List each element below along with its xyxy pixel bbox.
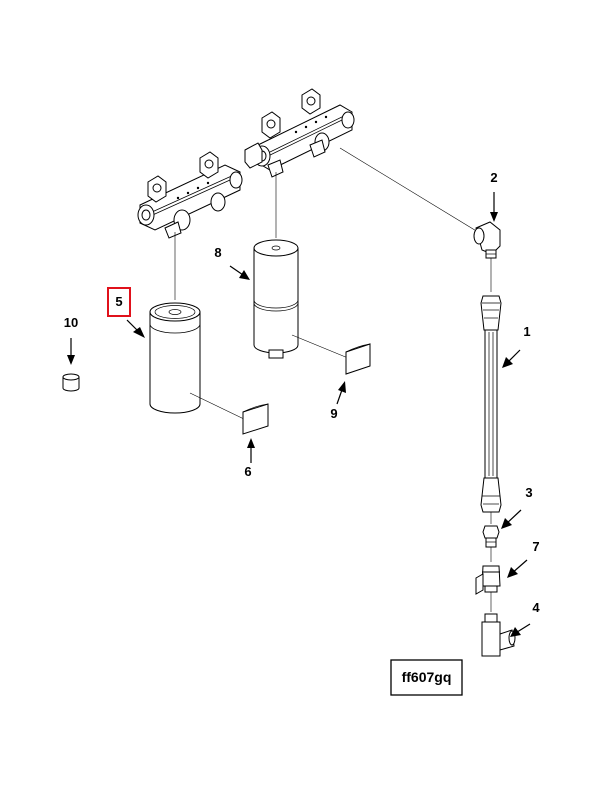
elbow-fitting-part-2 <box>473 221 501 259</box>
callout-arrows <box>67 192 531 637</box>
label-part-6 <box>189 392 269 435</box>
tee-fitting-part-4 <box>481 613 516 657</box>
callout-6: 6 <box>244 464 251 479</box>
valve-part-7 <box>475 565 501 595</box>
drawing-code-box <box>390 659 463 696</box>
filter-head-manifold-lower <box>137 151 243 239</box>
callout-9: 9 <box>330 406 337 421</box>
callout-4: 4 <box>532 600 540 615</box>
callout-3: 3 <box>525 485 532 500</box>
callout-10: 10 <box>64 315 78 330</box>
callout-7: 7 <box>532 539 539 554</box>
callout-5: 5 <box>115 294 122 309</box>
filter-element-part-5 <box>149 302 201 414</box>
adapter-part-3 <box>482 525 500 548</box>
separator-element-part-8 <box>253 239 299 359</box>
label-part-9 <box>291 334 371 375</box>
filter-head-manifold-upper <box>244 88 355 178</box>
callout-8: 8 <box>214 245 221 260</box>
hose-part-1 <box>480 295 502 513</box>
cap-part-10 <box>62 373 80 392</box>
callout-5-highlight-box <box>107 287 131 317</box>
callout-2: 2 <box>490 170 497 185</box>
leader-manifold-to-elbow <box>339 147 479 233</box>
callout-1: 1 <box>523 324 530 339</box>
drawing-code-text: ff607gq <box>402 669 452 685</box>
